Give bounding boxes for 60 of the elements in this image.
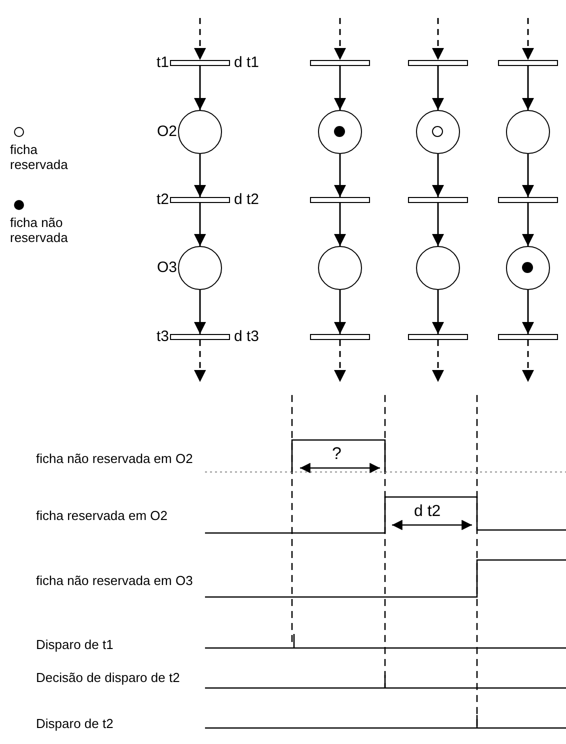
dashed-arrow	[522, 340, 534, 382]
transition-bar	[498, 60, 558, 66]
signal-label: ficha não reservada em O2	[36, 451, 193, 466]
token-icon	[522, 262, 533, 273]
dashed-arrow	[432, 340, 444, 382]
delay-label: d t3	[234, 329, 260, 345]
legend-text: ficha reservada	[10, 142, 69, 172]
transition-bar	[408, 334, 468, 340]
transition-bar	[310, 60, 370, 66]
place-circle	[416, 110, 460, 154]
transition-label: t1	[156, 55, 169, 71]
dashed-arrow	[194, 340, 206, 382]
transition-bar	[310, 334, 370, 340]
dimension-label: d t2	[414, 503, 441, 521]
place-circle	[318, 110, 362, 154]
dashed-arrow	[194, 18, 206, 60]
signal-label: Disparo de t2	[36, 716, 114, 731]
legend-text: ficha não reservada	[10, 215, 69, 245]
place-circle	[318, 246, 362, 290]
place-circle	[416, 246, 460, 290]
arrow	[432, 66, 444, 110]
arrow	[334, 290, 346, 334]
arrow	[522, 154, 534, 197]
arrow	[194, 203, 206, 246]
delay-label: d t2	[234, 192, 260, 208]
transition-bar	[408, 197, 468, 203]
signal-label: ficha não reservada em O3	[36, 573, 193, 588]
token-icon	[334, 126, 345, 137]
delay-label: d t1	[234, 55, 260, 71]
transition-bar	[310, 197, 370, 203]
arrow	[522, 66, 534, 110]
arrow	[334, 66, 346, 110]
arrow	[194, 66, 206, 110]
dashed-arrow	[522, 18, 534, 60]
arrow	[194, 154, 206, 197]
arrow	[522, 203, 534, 246]
arrow	[432, 203, 444, 246]
place-circle	[506, 110, 550, 154]
dashed-arrow	[432, 18, 444, 60]
transition-bar	[408, 60, 468, 66]
place-label: O2	[156, 124, 177, 140]
transition-bar	[498, 197, 558, 203]
transition-bar	[498, 334, 558, 340]
transition-label: t2	[156, 192, 169, 208]
arrow	[432, 290, 444, 334]
place-circle	[506, 246, 550, 290]
place-label: O3	[156, 260, 177, 276]
signal-label: ficha reservada em O2	[36, 508, 168, 523]
arrow	[432, 154, 444, 197]
dashed-arrow	[334, 18, 346, 60]
dimension-label: ?	[332, 444, 342, 463]
arrow	[334, 203, 346, 246]
arrow	[522, 290, 534, 334]
arrow	[194, 290, 206, 334]
signal-label: Decisão de disparo de t2	[36, 670, 180, 685]
dashed-arrow	[334, 340, 346, 382]
transition-label: t3	[156, 329, 169, 345]
signal-label: Disparo de t1	[36, 637, 114, 652]
arrow	[334, 154, 346, 197]
token-icon	[432, 126, 443, 137]
